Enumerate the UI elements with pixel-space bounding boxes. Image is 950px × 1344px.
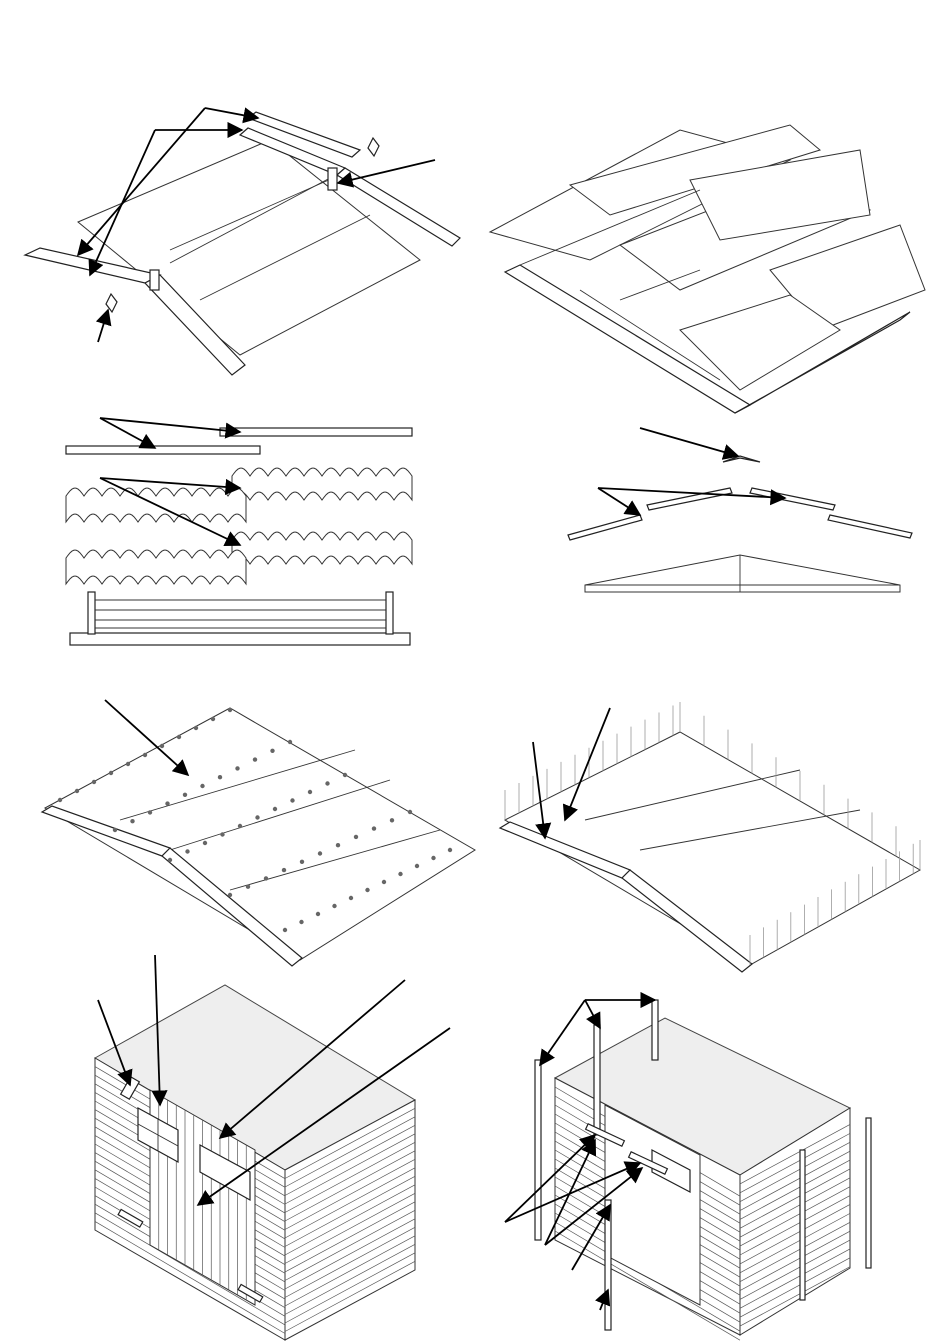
screw-point (288, 740, 292, 744)
screw-point (336, 843, 340, 847)
screw-point (168, 858, 172, 862)
screw-point (235, 766, 239, 770)
screw-point (58, 798, 62, 802)
screw-point (228, 708, 232, 712)
screw-point (354, 835, 358, 839)
screw-point (185, 849, 189, 853)
screw-point (203, 841, 207, 845)
screw-point (238, 824, 242, 828)
screw-point (415, 864, 419, 868)
screw-point (273, 807, 277, 811)
roof-bargeboards-figure (25, 108, 460, 375)
screw-point (165, 801, 169, 805)
screw-point (283, 928, 287, 932)
screw-point (200, 784, 204, 788)
screw-point (318, 851, 322, 855)
screw-point (343, 773, 347, 777)
roof-sheets-figure (490, 125, 925, 413)
roof-parts-layout-figure (66, 418, 412, 645)
screw-point (255, 815, 259, 819)
screw-point (349, 896, 353, 900)
screw-point (177, 735, 181, 739)
screw-point (228, 893, 232, 897)
screw-point (382, 880, 386, 884)
screw-point (300, 860, 304, 864)
screw-point (398, 872, 402, 876)
screw-point (220, 832, 224, 836)
screw-point (126, 762, 130, 766)
screw-point (130, 819, 134, 823)
screw-point (270, 749, 274, 753)
screw-point (109, 771, 113, 775)
screw-point (308, 790, 312, 794)
screw-point (290, 798, 294, 802)
screw-point (316, 912, 320, 916)
screw-point (431, 856, 435, 860)
roof-fixing-screws-figure (500, 702, 920, 972)
corner-trims-shed-figure (505, 1000, 871, 1340)
screw-point (148, 810, 152, 814)
screw-point (211, 717, 215, 721)
gable-ridge-parts-figure (568, 428, 912, 592)
screw-point (143, 753, 147, 757)
screw-point (408, 810, 412, 814)
screw-point (299, 920, 303, 924)
screw-point (365, 888, 369, 892)
screw-point (264, 876, 268, 880)
screw-point (160, 744, 164, 748)
screw-point (75, 789, 79, 793)
screw-point (282, 868, 286, 872)
door-window-shed-figure (95, 955, 450, 1340)
roof-screw-points-figure (42, 700, 475, 966)
screw-point (246, 885, 250, 889)
screw-point (390, 818, 394, 822)
screw-point (218, 775, 222, 779)
screw-point (253, 757, 257, 761)
screw-point (332, 904, 336, 908)
screw-point (113, 828, 117, 832)
screw-point (92, 780, 96, 784)
screw-point (194, 726, 198, 730)
screw-point (372, 826, 376, 830)
screw-point (448, 848, 452, 852)
screw-point (183, 793, 187, 797)
screw-point (325, 781, 329, 785)
